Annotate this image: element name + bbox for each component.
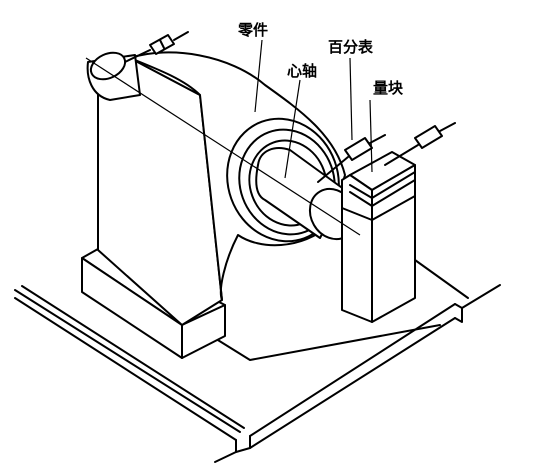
label-gauge-block: 量块 xyxy=(373,79,404,97)
leader-lines xyxy=(254,39,373,179)
gauge-block xyxy=(341,151,416,323)
label-dial-indicator: 百分表 xyxy=(328,38,374,56)
label-part: 零件 xyxy=(238,21,269,39)
dial-indicator-right xyxy=(384,122,456,166)
dial-indicator-left xyxy=(124,31,189,63)
dial-indicator-center xyxy=(317,134,386,183)
label-mandrel: 心轴 xyxy=(287,62,318,80)
axis-line xyxy=(85,57,361,236)
shaft-left-end xyxy=(86,51,141,101)
